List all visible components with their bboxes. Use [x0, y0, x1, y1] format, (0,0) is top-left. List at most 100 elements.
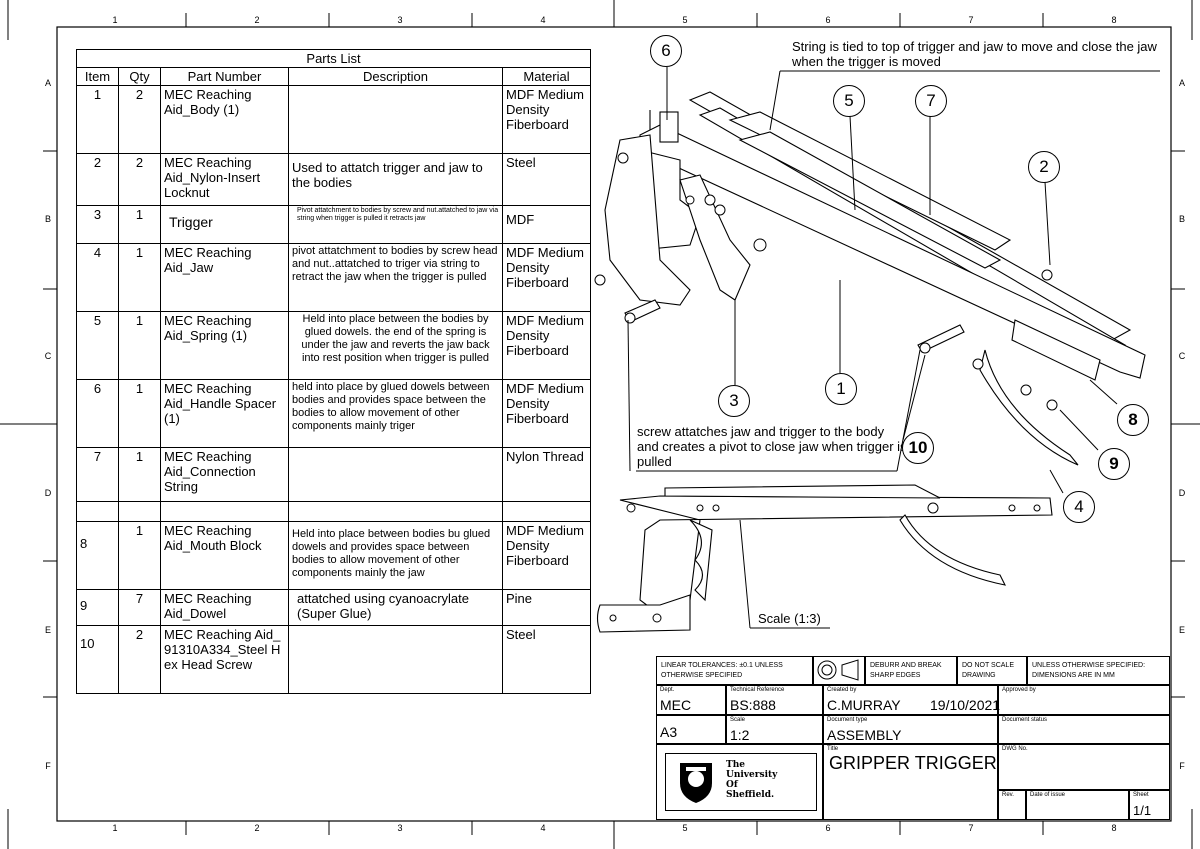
cell-material: Nylon Thread [501, 447, 592, 502]
cell-qty: 2 [118, 85, 161, 154]
side-view [596, 484, 1053, 633]
doc-type-cell: Document type ASSEMBLY [823, 715, 998, 744]
dept-cell: Dept. MEC [656, 685, 726, 715]
tolerance-cell: LINEAR TOLERANCES: ±0.1 UNLESS OTHERWISE… [656, 656, 813, 685]
cell-item: 8 [76, 521, 119, 590]
dwg-no-label: DWG No. [1002, 746, 1028, 752]
deburr-cell: DEBURR AND BREAK SHARP EDGES [865, 656, 957, 685]
approved-label: Approved by [1002, 687, 1036, 693]
scale-label: Scale [730, 717, 746, 723]
cell-item: 2 [76, 153, 119, 206]
zone-col-2: 2 [254, 15, 260, 25]
zone-row-a: A [44, 78, 51, 88]
cell-item: 10 [76, 625, 119, 694]
created-date: 19/10/2021 [930, 697, 1001, 713]
cell-item [76, 501, 119, 522]
zone-row-b: B [44, 214, 51, 224]
cell-desc: Pivot attatchment to bodies by screw and… [288, 205, 503, 244]
header-qty: Qty [118, 67, 161, 86]
tolerance-text: LINEAR TOLERANCES: ±0.1 UNLESS OTHERWISE… [661, 662, 783, 679]
balloon-8: 8 [1117, 404, 1149, 436]
projection-symbol-cell [813, 656, 865, 685]
cell-qty: 1 [118, 447, 161, 502]
cell-part: Trigger [160, 205, 289, 244]
date-issue-label: Date of issue [1030, 792, 1066, 798]
sheet-cell: Sheet 1/1 [1129, 790, 1170, 820]
cell-material: Steel [501, 153, 592, 206]
sheet-value: 1/1 [1133, 803, 1152, 818]
header-description: Description [288, 67, 503, 86]
table-row: 9 7 MEC Reaching Aid_Dowel attatched usi… [76, 589, 592, 626]
cell-qty [118, 501, 161, 522]
cell-material: MDF Medium Density Fiberboard [501, 379, 592, 448]
header-part-number: Part Number [160, 67, 289, 86]
cell-item: 3 [76, 205, 119, 244]
cell-material: MDF Medium Density Fiberboard [501, 521, 592, 590]
cell-material: MDF Medium Density Fiberboard [501, 311, 592, 380]
rev-cell: Rev. [998, 790, 1026, 820]
cell-part: MEC Reaching Aid_Mouth Block [160, 521, 289, 590]
zone-col-1-bottom: 1 [112, 823, 118, 833]
header-material: Material [501, 67, 592, 86]
cell-qty: 7 [118, 589, 161, 626]
table-row: 6 1 MEC Reaching Aid_Handle Spacer (1) h… [76, 379, 592, 448]
string-note: String is tied to top of trigger and jaw… [792, 39, 1157, 69]
created-by-label: Created by [827, 687, 857, 693]
cell-part [160, 501, 289, 522]
cell-qty: 2 [118, 153, 161, 206]
university-line-4: Sheffield. [726, 790, 775, 800]
cell-desc: attatched using cyanoacrylate (Super Glu… [288, 589, 503, 626]
table-row: 10 2 MEC Reaching Aid_91310A334_Steel He… [76, 625, 592, 694]
cell-part: MEC Reaching Aid_Spring (1) [160, 311, 289, 380]
parts-list-title: Parts List [75, 49, 592, 68]
zone-row-e-right: E [1178, 625, 1185, 635]
cell-material [501, 501, 592, 522]
balloon-2: 2 [1028, 151, 1060, 183]
approved-cell: Approved by [998, 685, 1170, 715]
third-angle-projection-icon [817, 659, 859, 681]
table-row: 3 1 Trigger Pivot attatchment to bodies … [76, 205, 592, 244]
university-crest-icon [680, 763, 712, 803]
cell-qty: 1 [118, 243, 161, 312]
scale-note: Scale (1:3) [758, 611, 821, 626]
cell-desc [288, 501, 503, 522]
university-line-2: University [726, 770, 778, 780]
zone-col-6: 6 [825, 15, 831, 25]
cell-qty: 1 [118, 205, 161, 244]
dept-label: Dept. [660, 687, 675, 693]
university-name: The University Of Sheffield. [726, 760, 777, 800]
university-line-3: Of [726, 780, 738, 790]
zone-col-8: 8 [1111, 15, 1117, 25]
zone-col-3: 3 [397, 15, 403, 25]
title-cell: Title GRIPPER TRIGGER [823, 744, 998, 820]
zone-row-c: C [44, 351, 52, 361]
assembly-isometric-view [604, 91, 1146, 466]
table-row: 4 1 MEC Reaching Aid_Jaw pivot attatchme… [76, 243, 592, 312]
cell-desc [288, 85, 503, 154]
cell-material: Steel [501, 625, 592, 694]
cell-desc [288, 447, 503, 502]
cell-part: MEC Reaching Aid_Body (1) [160, 85, 289, 154]
screw-note: screw attatches jaw and trigger to the b… [637, 424, 907, 469]
balloon-4: 4 [1063, 491, 1095, 523]
zone-col-7: 7 [968, 15, 974, 25]
zone-col-2-bottom: 2 [254, 823, 260, 833]
deburr-text: DEBURR AND BREAK SHARP EDGES [870, 662, 942, 679]
tech-ref-label: Technical Reference [730, 687, 785, 693]
zone-row-d: D [44, 488, 52, 498]
zone-col-4-bottom: 4 [540, 823, 546, 833]
cell-item: 1 [76, 85, 119, 154]
cell-item: 4 [76, 243, 119, 312]
title-label: Title [827, 746, 839, 752]
zone-row-f: F [45, 761, 51, 771]
cell-material: MDF Medium Density Fiberboard [501, 243, 592, 312]
zone-col-4: 4 [540, 15, 546, 25]
units-text: UNLESS OTHERWISE SPECIFIED: DIMENSIONS A… [1032, 662, 1146, 679]
cell-qty: 2 [118, 625, 161, 694]
units-cell: UNLESS OTHERWISE SPECIFIED: DIMENSIONS A… [1027, 656, 1170, 685]
cell-desc: held into place by glued dowels between … [288, 379, 503, 448]
scale-cell: Scale 1:2 [726, 715, 823, 744]
cell-qty: 1 [118, 521, 161, 590]
doc-type-label: Document type [827, 717, 868, 723]
cell-desc [288, 625, 503, 694]
